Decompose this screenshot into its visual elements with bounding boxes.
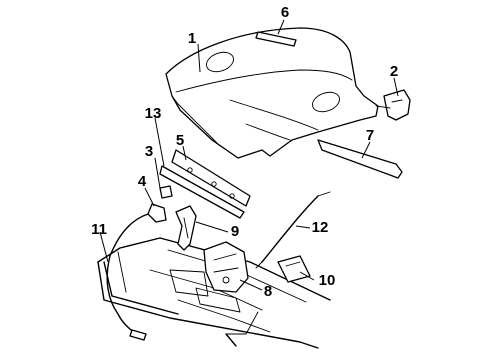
callout-7: 7 [366, 127, 374, 144]
hood-prop-rod [255, 191, 331, 269]
hood-panel [165, 27, 379, 159]
callout-labels: 1 2 3 4 5 6 7 8 9 10 11 12 13 [91, 4, 398, 300]
callout-5: 5 [176, 132, 184, 149]
callout-10: 10 [319, 272, 336, 289]
callout-13: 13 [145, 105, 162, 122]
callout-4: 4 [138, 173, 147, 190]
hood-latch [203, 241, 249, 293]
hood-hinge-bracket [375, 89, 411, 121]
release-cable [106, 213, 149, 341]
callout-12: 12 [312, 219, 329, 236]
callout-11: 11 [91, 221, 107, 238]
hood-emblem [255, 31, 297, 47]
leader-lines [99, 19, 399, 291]
hood-bumper-stop [159, 185, 173, 199]
callout-2: 2 [390, 63, 398, 80]
cowl-vent-panel [159, 149, 251, 219]
latch-cover-pad [277, 255, 311, 283]
hood-seal-strip [317, 139, 403, 179]
callout-3: 3 [145, 143, 153, 160]
callout-1: 1 [188, 30, 196, 47]
safety-catch [175, 205, 197, 251]
release-handle [147, 203, 167, 223]
callout-6: 6 [281, 4, 289, 21]
callout-9: 9 [231, 223, 239, 240]
callout-8: 8 [264, 283, 272, 300]
